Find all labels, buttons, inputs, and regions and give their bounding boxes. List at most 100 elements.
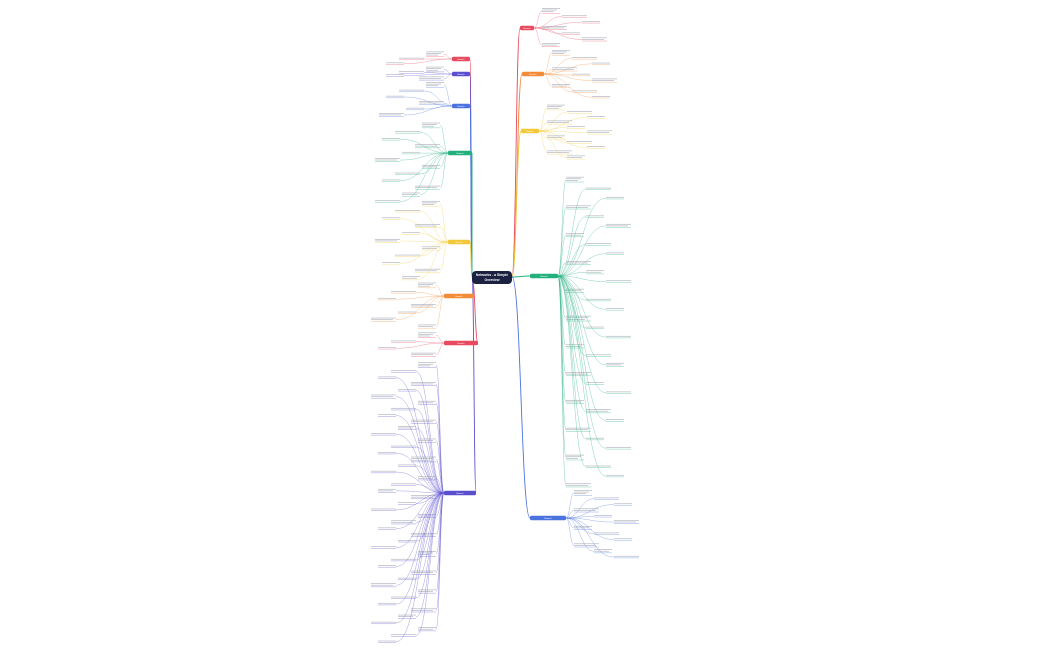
leaf-link <box>395 295 445 320</box>
branch-label: Branch <box>456 295 464 298</box>
leaf-text-line <box>586 243 611 244</box>
leaf-text-line <box>606 308 624 309</box>
leaf-link <box>399 240 449 243</box>
leaf-link <box>557 262 567 277</box>
leaf-link <box>435 459 445 494</box>
leaf-text-line <box>422 248 437 249</box>
leaf-text-line <box>542 26 567 27</box>
leaf-text-line <box>422 122 440 124</box>
branch-node[interactable] <box>448 239 470 245</box>
leaf-text-line <box>566 483 591 485</box>
leaf-text-line <box>418 334 433 335</box>
root-topic-node[interactable]: Networks - a Simple Overview <box>472 271 512 284</box>
branch-node[interactable] <box>448 150 472 156</box>
leaf-link <box>557 253 607 277</box>
leaf-link <box>557 275 587 356</box>
leaf-text-line <box>398 502 416 503</box>
leaf-link <box>557 275 607 449</box>
leaf-text-line <box>418 362 436 364</box>
leaf-text-line <box>552 84 570 85</box>
leaf-text-line <box>418 282 436 284</box>
leaf-text-line <box>566 373 588 375</box>
leaf-text-line <box>572 90 597 92</box>
leaf-text-line <box>411 459 430 461</box>
branch-node[interactable] <box>452 71 470 77</box>
leaf-text-line <box>411 496 433 498</box>
leaf-link <box>565 517 615 558</box>
leaf-link <box>565 498 595 519</box>
leaf-text-line <box>582 37 607 39</box>
leaf-text-line <box>406 107 424 109</box>
leaf-text-line <box>547 135 565 137</box>
leaf-text-line <box>371 508 396 510</box>
leaf-link <box>395 434 445 494</box>
leaf-text-line <box>386 62 404 64</box>
leaf-text-line <box>398 464 416 466</box>
leaf-link <box>557 275 587 468</box>
leaf-link <box>403 105 453 116</box>
leaf-text-line <box>415 185 440 187</box>
leaf-text-line <box>574 490 592 491</box>
leaf-link <box>557 197 607 277</box>
branch-node[interactable] <box>444 293 474 299</box>
leaf-link <box>419 152 449 195</box>
branch-node[interactable] <box>444 490 476 496</box>
leaf-link <box>557 207 567 277</box>
leaf-text-line <box>547 120 572 122</box>
leaf-text-line <box>419 101 444 102</box>
leaf-text-line <box>411 421 433 423</box>
leaf-link <box>565 492 575 519</box>
leaf-text-line <box>411 382 436 383</box>
branch-node[interactable] <box>520 25 534 31</box>
branch-node[interactable] <box>530 273 558 279</box>
leaf-text-line <box>371 319 393 321</box>
leaf-link <box>538 122 548 132</box>
leaf-text-line <box>402 232 420 234</box>
branch-label: Branch <box>530 73 538 76</box>
leaf-text-line <box>586 326 604 328</box>
leaf-text-line <box>594 532 619 534</box>
leaf-link <box>557 188 587 277</box>
leaf-text-line <box>378 347 396 348</box>
leaf-text-line <box>614 538 632 540</box>
leaf-text-line <box>606 225 628 227</box>
leaf-text-line <box>422 200 440 202</box>
leaf-text-line <box>566 484 588 486</box>
branch-node[interactable] <box>452 103 470 109</box>
leaf-text-line <box>391 407 416 409</box>
leaf-nodes <box>371 8 639 643</box>
leaf-link <box>415 292 445 297</box>
leaf-link <box>533 16 563 29</box>
leaf-text-line <box>566 207 588 208</box>
leaf-text-line <box>395 131 420 132</box>
leaf-text-line <box>594 550 609 552</box>
leaf-link <box>443 73 453 79</box>
leaf-text-line <box>415 224 440 225</box>
leaf-text-line <box>371 546 396 548</box>
branch-label: Branch <box>458 58 466 61</box>
branch-node[interactable] <box>521 128 539 134</box>
leaf-link <box>395 377 445 494</box>
leaf-text-line <box>419 78 441 79</box>
leaf-text-line <box>415 187 437 189</box>
leaf-link <box>415 492 445 636</box>
branch-node[interactable] <box>530 515 566 521</box>
leaf-text-line <box>606 196 624 198</box>
leaf-text-line <box>418 363 433 365</box>
leaf-text-line <box>566 454 584 456</box>
leaf-link <box>403 73 453 76</box>
leaf-text-line <box>418 589 436 591</box>
branch-node[interactable] <box>452 56 470 62</box>
leaf-text-line <box>592 62 610 64</box>
leaf-link <box>395 492 445 529</box>
leaf-text-line <box>426 54 438 56</box>
branch-label: Branch <box>457 152 465 155</box>
leaf-text-line <box>574 508 599 510</box>
leaf-text-line <box>371 396 393 397</box>
branch-nodes: BranchBranchBranchBranchBranchBranchBran… <box>444 25 566 521</box>
leaf-text-line <box>566 180 578 181</box>
branch-label: Branch <box>545 517 553 520</box>
branch-node[interactable] <box>444 340 478 346</box>
leaf-text-line <box>566 344 584 346</box>
branch-node[interactable] <box>522 71 544 77</box>
